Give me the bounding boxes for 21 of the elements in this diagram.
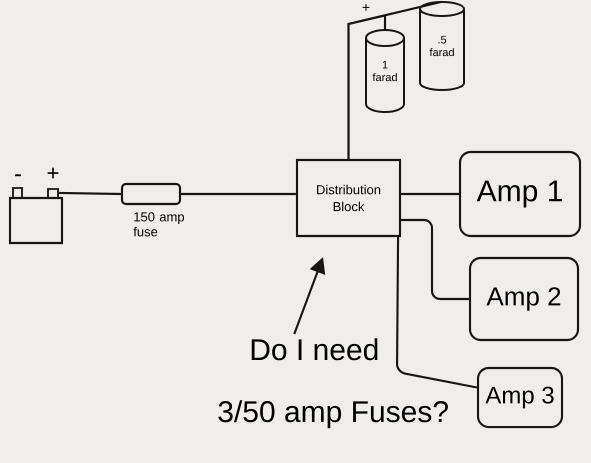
wire: [347, 0, 442, 159]
question-text: Do I need 3/50 amp Fuses?: [218, 338, 448, 428]
terminal-sign: +: [48, 168, 58, 178]
terminal-sign: +: [362, 4, 370, 11]
wire: [396, 237, 478, 389]
node-label: 1 farad: [372, 60, 397, 82]
battery: [8, 187, 64, 244]
fuse: [120, 182, 182, 206]
wire: [401, 192, 459, 196]
rating-label: 150 amp fuse: [133, 212, 184, 236]
distribution-block: Distribution Block: [296, 158, 402, 238]
amplifier-box: Amp 2: [468, 256, 580, 342]
amplifier-box: Amp 3: [476, 366, 564, 428]
node-label: .5 farad: [430, 36, 454, 56]
wire: [181, 192, 296, 196]
capacitor: 1 farad: [365, 29, 405, 113]
terminal-sign: -: [15, 174, 21, 176]
amplifier-box: Amp 1: [458, 150, 582, 238]
wire: [59, 192, 121, 196]
capacitor: .5 farad: [419, 1, 465, 91]
wire: [401, 218, 469, 300]
